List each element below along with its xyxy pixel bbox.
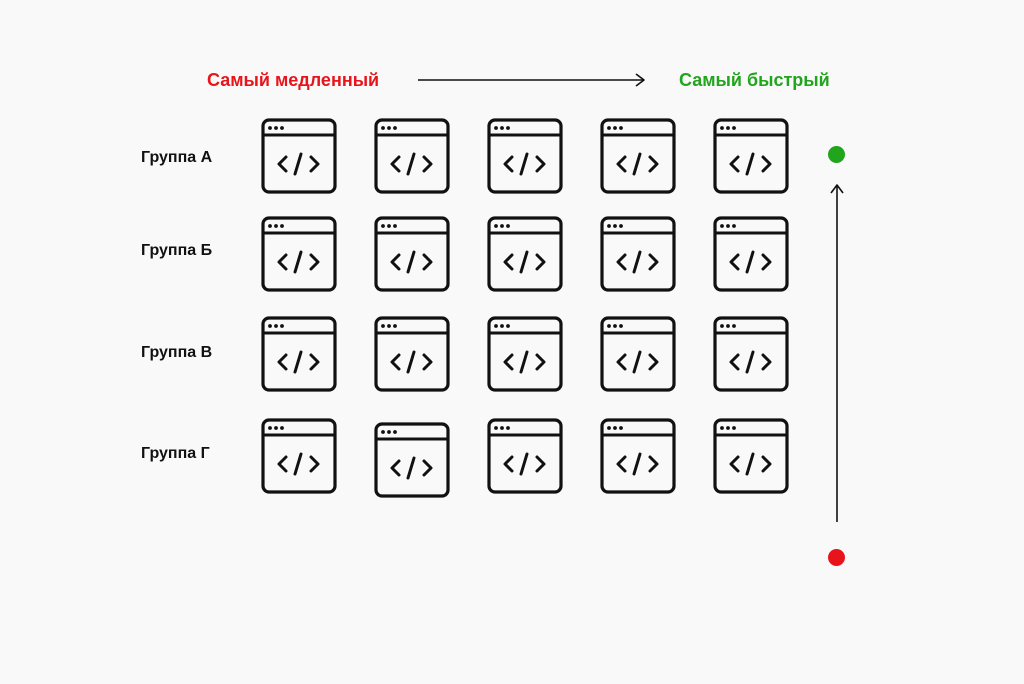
group-row <box>261 418 801 498</box>
fast-indicator-dot <box>828 146 845 163</box>
code-window-icon <box>600 316 676 392</box>
code-window-icon <box>600 418 676 494</box>
code-window-icon <box>261 118 337 194</box>
code-window-icon <box>374 216 450 292</box>
arrow-right-icon <box>418 73 645 87</box>
group-label: Группа А <box>141 149 213 166</box>
code-window-icon <box>487 418 563 494</box>
group-label: Группа Г <box>141 445 210 462</box>
code-window-icon <box>374 422 450 498</box>
code-window-icon <box>713 316 789 392</box>
code-window-icon <box>374 316 450 392</box>
code-window-icon <box>713 118 789 194</box>
code-window-icon <box>487 216 563 292</box>
group-row <box>261 216 801 292</box>
group-label: Группа Б <box>141 242 213 259</box>
code-window-icon <box>713 418 789 494</box>
group-row <box>261 316 801 392</box>
group-row <box>261 118 801 194</box>
code-window-icon <box>261 216 337 292</box>
code-window-icon <box>487 118 563 194</box>
slowest-label: Самый медленный <box>207 70 380 90</box>
code-window-icon <box>487 316 563 392</box>
code-window-icon <box>261 418 337 494</box>
code-window-icon <box>713 216 789 292</box>
code-window-icon <box>600 216 676 292</box>
code-window-icon <box>261 316 337 392</box>
code-window-icon <box>600 118 676 194</box>
code-window-icon <box>374 118 450 194</box>
slow-indicator-dot <box>828 549 845 566</box>
fastest-label: Самый быстрый <box>679 70 830 90</box>
arrow-up-icon <box>830 184 844 522</box>
group-label: Группа В <box>141 344 213 361</box>
